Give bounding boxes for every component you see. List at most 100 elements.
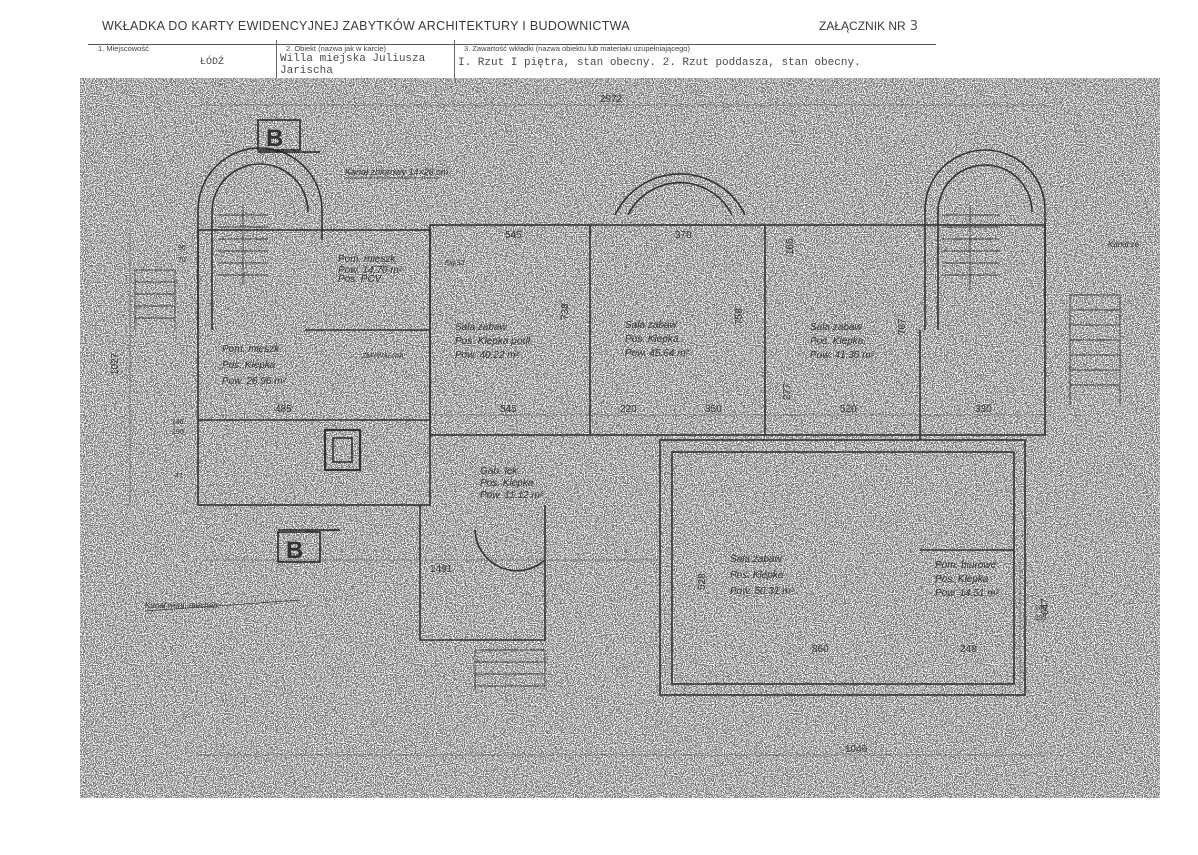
dim-485: 485: [275, 404, 292, 415]
dim-647: 647: [1040, 598, 1051, 615]
dim-528: 528: [697, 573, 708, 590]
walls: [197, 147, 1046, 696]
annex-text: ZAŁĄCZNIK NR: [819, 19, 906, 33]
contents-field: 3. Zawartość wkładki (nazwa obiektu lub …: [454, 40, 934, 78]
west-steps: [134, 269, 176, 330]
dim-860: 860: [812, 644, 829, 655]
sheet-header: WKŁADKA DO KARTY EWIDENCYJNEJ ZABYTKÓW A…: [88, 10, 936, 45]
east-stair: [942, 205, 1000, 290]
dim-370: 370: [675, 230, 692, 241]
dim-220: 220: [620, 404, 637, 415]
dim-545b: 545: [500, 404, 517, 415]
dim-70: 70: [178, 257, 186, 264]
room-5: Gab. lek. Pos. Klepka Pow. 11.12 m²: [480, 466, 544, 501]
svg-text:Sala zabaw: Sala zabaw: [455, 322, 507, 333]
dim-south: 1491: [430, 564, 453, 575]
svg-text:Sala zabaw: Sala zabaw: [730, 554, 782, 565]
west-tower-inner: [211, 163, 309, 330]
object-label: 2. Obiekt (nazwa jak w karcie): [286, 44, 387, 53]
location-field: 1. Miejscowość ŁÓDŹ: [88, 40, 277, 78]
svg-text:Pom. biurowe: Pom. biurowe: [935, 560, 997, 571]
stairs: [134, 205, 1121, 690]
section-letter-bottom: B: [286, 537, 303, 564]
dim-545: 545: [505, 230, 522, 241]
dim-165: 165: [785, 238, 796, 255]
contents-label: 3. Zawartość wkładki (nazwa obiektu lub …: [464, 44, 690, 53]
room-3: Sala zabaw Pos. Klepka Pow. 41.30 m²: [810, 322, 875, 361]
dim-248: 248: [960, 644, 977, 655]
dim-height: 1027: [110, 352, 121, 375]
svg-text:Pos. Klepka podł.: Pos. Klepka podł.: [455, 336, 533, 347]
svg-text:Pow. 50.31 m²: Pow. 50.31 m²: [730, 586, 795, 597]
dim-bottom: 1046: [845, 744, 868, 755]
annotation-duct: Kanał zbiorowy 14×26 cm: [345, 167, 449, 177]
svg-text:Pow. 45.64 m²: Pow. 45.64 m²: [625, 348, 690, 359]
entrance-arch: [474, 529, 546, 572]
section-marks: [257, 119, 340, 563]
svg-text:Pow. 14.51 m²: Pow. 14.51 m²: [935, 588, 1000, 599]
dim-190: 190: [172, 429, 184, 436]
document-title: WKŁADKA DO KARTY EWIDENCYJNEJ ZABYTKÓW A…: [102, 19, 630, 33]
object-field: 2. Obiekt (nazwa jak w karcie) Willa mie…: [276, 40, 455, 78]
west-stair: [218, 205, 268, 285]
svg-text:Pos. Klepka: Pos. Klepka: [625, 334, 679, 345]
object-value: Willa miejska Juliusza Jarischa: [280, 53, 426, 77]
section-mark-bottom: [277, 531, 321, 563]
svg-text:Pos. Klepka: Pos. Klepka: [480, 478, 534, 489]
dim-146: 146: [172, 419, 184, 426]
east-tower-wall: [924, 149, 1046, 330]
west-tower-wall: [197, 147, 323, 330]
annotation-kitchen: ZMYWALNIA: [361, 353, 404, 360]
chimney: [323, 428, 362, 472]
dim-738: 738: [560, 303, 571, 320]
svg-text:Pom. mieszk.: Pom. mieszk.: [338, 254, 398, 265]
dim-330: 330: [975, 404, 992, 415]
svg-text:Pos. Klepka: Pos. Klepka: [222, 360, 276, 371]
room-8: Pom. mieszk. Pos. PCV Pow. 14.70 m²: [338, 254, 403, 285]
dim-90: 90: [178, 245, 186, 252]
contents-value: I. Rzut I piętra, stan obecny. 2. Rzut p…: [458, 57, 861, 69]
dim-195: 195: [1035, 615, 1047, 622]
svg-text:Pow. 26.96 m²: Pow. 26.96 m²: [222, 376, 287, 387]
svg-text:Pow. 41.30 m²: Pow. 41.30 m²: [810, 350, 875, 361]
annex-number: 3: [909, 19, 918, 34]
north-arch: [614, 173, 746, 216]
north-arch-inner: [627, 181, 733, 216]
south-wing: [659, 439, 1026, 696]
svg-text:Gab. lek.: Gab. lek.: [480, 466, 520, 477]
dim-total-width: 2972: [600, 94, 623, 105]
svg-text:Pos. Klepka: Pos. Klepka: [810, 336, 864, 347]
room-6: Sala zabaw Pos. Klepka Pow. 50.31 m²: [730, 554, 795, 597]
dim-47: 47: [175, 473, 183, 480]
room-4: Pom. mieszk. Pos. Klepka Pow. 26.96 m²: [222, 344, 287, 387]
chimney-inner: [332, 437, 353, 463]
svg-text:Sala zabaw: Sala zabaw: [625, 320, 677, 331]
svg-text:Pos. Klepka: Pos. Klepka: [730, 570, 784, 581]
dim-350: 350: [705, 404, 722, 415]
svg-text:Pom. mieszk.: Pom. mieszk.: [222, 344, 282, 355]
room-2: Sala zabaw Pos. Klepka Pow. 45.64 m²: [625, 320, 690, 359]
annotation-duct-east: Kanał ze: [1108, 240, 1140, 249]
dim-520: 520: [840, 404, 857, 415]
svg-text:Pow. 11.12 m²: Pow. 11.12 m²: [480, 490, 544, 501]
dimension-labels: 2972 1027 1491 1046 545 370 220 350 520 …: [110, 94, 1051, 755]
room-7: Pom. biurowe Pos. Klepka Pow. 14.51 m²: [935, 560, 1000, 599]
room-1: Sala zabaw Pos. Klepka podł. Pow. 40.22 …: [455, 322, 533, 361]
east-tower-inner: [937, 164, 1033, 330]
svg-text:Pos. Klepka: Pos. Klepka: [935, 574, 989, 585]
svg-text:Pos. PCV: Pos. PCV: [338, 274, 383, 285]
annotations: Kanał zbiorowy 14×26 cm Kanał went. mech…: [144, 167, 1140, 612]
annotation-fig: Fig 52: [445, 260, 465, 267]
main-hall: [429, 224, 1046, 436]
annotation-vent: Kanał went. mechan.: [145, 601, 220, 610]
dim-277: 277: [782, 383, 793, 400]
form-fields: 1. Miejscowość ŁÓDŹ 2. Obiekt (nazwa jak…: [88, 40, 936, 78]
location-value: ŁÓDŹ: [200, 57, 225, 68]
south-steps: [474, 649, 546, 690]
section-letter-top: B: [266, 125, 283, 152]
dim-140: 140: [1035, 605, 1047, 612]
dim-767: 767: [897, 318, 908, 335]
svg-text:Sala zabaw: Sala zabaw: [810, 322, 862, 333]
